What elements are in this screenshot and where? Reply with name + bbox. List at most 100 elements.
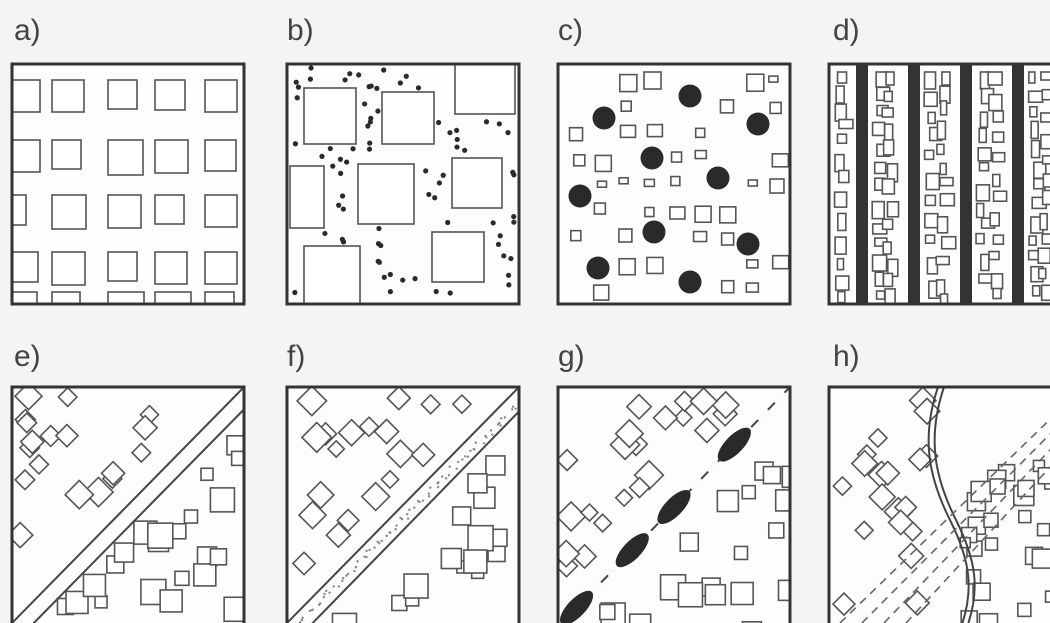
mineral-square [647,257,663,273]
matrix-dot [462,148,467,153]
mineral-square [1038,524,1050,536]
mineral-square [989,95,1002,111]
mineral-square [108,252,137,281]
mineral-square [875,162,886,173]
mineral-square [722,233,734,245]
stipple-dot [310,609,312,611]
dark-nodule [641,147,664,170]
matrix-dot [330,164,335,169]
mineral-square [1043,190,1050,204]
mineral-square [1018,480,1034,496]
panel-b [287,64,519,304]
mineral-square [748,180,757,186]
matrix-dot [340,193,345,198]
matrix-dot [308,77,313,82]
stipple-dot [355,566,357,568]
mineral-square [940,178,953,186]
mineral-square [926,235,935,243]
mineral-square [978,148,991,161]
mineral-square [155,252,187,284]
matrix-dot [400,277,405,282]
matrix-dot [388,289,393,294]
stipple-dot [323,596,325,598]
mineral-square [1029,236,1036,245]
mineral-square [210,549,226,565]
dark-nodule [679,271,702,294]
mineral-square [1029,91,1043,102]
mineral-square [108,140,143,175]
mineral-square [770,102,781,113]
dark-band [908,64,920,304]
matrix-dot [292,290,297,295]
matrix-dot [350,146,355,151]
mineral-square [644,179,654,186]
mineral-square [940,163,946,174]
dark-nodule [569,185,592,208]
stipple-dot [345,574,347,576]
mineral-square [205,292,234,321]
mineral-square [620,75,637,92]
mineral-square [1039,269,1046,279]
matrix-dot [322,231,327,236]
mineral-square [941,101,947,115]
stipple-dot [301,619,303,621]
mineral-square [981,254,989,270]
matrix-dot [447,130,452,135]
matrix-dot [412,276,417,281]
matrix-dot [328,146,333,151]
mineral-square [83,574,105,596]
stipple-dot [378,542,380,544]
matrix-dot [381,67,386,72]
stipple-dot [365,556,367,558]
stipple-dot [406,513,408,515]
stipple-dot [475,442,477,444]
mineral-square [769,76,778,82]
mineral-square [886,72,894,85]
stipple-dot [429,486,431,488]
mineral-square [839,170,849,182]
mineral-square [1031,121,1038,138]
mineral-square [644,72,661,89]
matrix-dot [506,282,511,287]
stipple-dot [461,458,463,460]
matrix-dot [445,220,450,225]
stipple-dot [485,436,487,438]
mineral-square [115,543,134,562]
mineral-square [108,292,144,328]
mineral-square [994,191,1007,201]
mineral-square [1041,113,1050,122]
matrix-dot [496,242,501,247]
mineral-square [304,88,356,144]
mineral-square [108,195,141,228]
mineral-square [885,289,895,304]
mineral-square [924,92,937,106]
mineral-square [936,257,949,265]
mineral-square [210,488,234,512]
mineral-square [993,153,1005,162]
mineral-square [993,235,1003,244]
dark-nodule [587,257,610,280]
stipple-dot [301,617,303,619]
mineral-square [742,486,755,499]
mineral-square [838,213,846,230]
matrix-dot [498,233,503,238]
matrix-dot [367,140,372,145]
matrix-dot [356,72,361,77]
mineral-square [747,74,764,91]
panel-e [8,383,262,623]
mineral-square [672,152,682,162]
stipple-dot [491,434,493,436]
stipple-dot [500,417,502,419]
mineral-square [925,72,936,89]
stipple-dot [356,560,358,562]
matrix-dot [511,220,516,225]
mineral-square [205,252,237,284]
mineral-square [595,155,611,171]
mineral-square [432,232,484,282]
mineral-square [925,150,934,159]
stipple-dot [428,495,430,497]
stipple-dot [437,481,439,483]
stipple-dot [363,555,365,557]
matrix-dot [506,273,511,278]
stipple-dot [445,477,447,479]
